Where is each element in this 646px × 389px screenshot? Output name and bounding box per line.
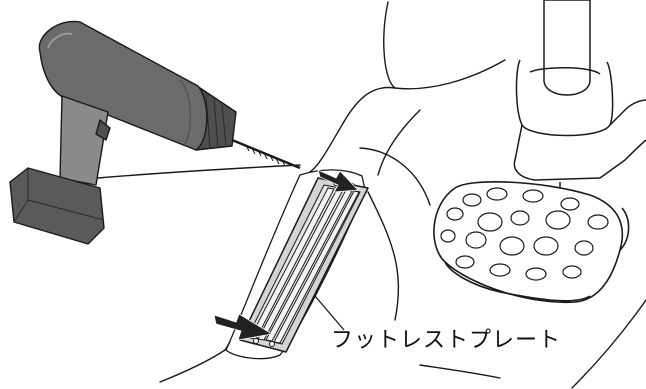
screw-hole-bottom-right	[270, 342, 275, 347]
power-drill-icon	[10, 21, 300, 244]
footrest-plate-label: フットレストプレート	[331, 330, 561, 352]
brake-pedal	[434, 182, 629, 302]
pedal-arm	[514, 0, 646, 200]
callout-leader-line	[315, 296, 344, 330]
screw-hole-bottom	[254, 339, 259, 344]
